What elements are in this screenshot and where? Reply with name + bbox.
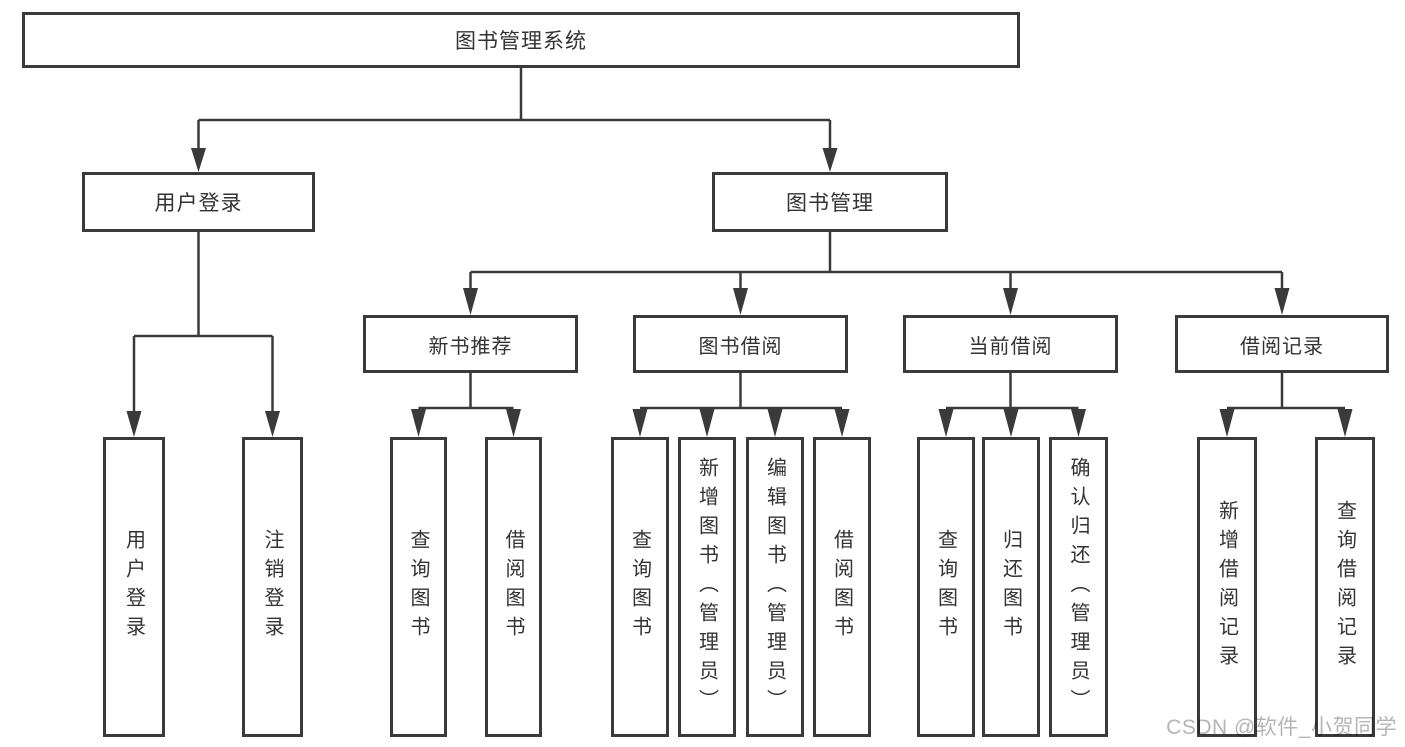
- node-borrowing-records: 借阅记录: [1175, 315, 1389, 373]
- node-new-book-recommendation: 新书推荐: [363, 315, 578, 373]
- leaf-user-login: 用户登录: [103, 437, 165, 737]
- leaf-label: 新增借阅记录: [1215, 500, 1238, 674]
- node-book-borrowing: 图书借阅: [633, 315, 848, 373]
- leaf-label: 查询图书: [407, 529, 429, 645]
- leaf-label: 查询借阅记录: [1333, 500, 1356, 674]
- leaf-query-borrow-record: 查询借阅记录: [1315, 437, 1375, 737]
- node-user-login: 用户登录: [82, 172, 315, 232]
- node-label: 图书借阅: [698, 335, 783, 358]
- leaf-label: 借阅图书: [830, 529, 853, 645]
- leaf-label: 用户登录: [122, 529, 145, 645]
- node-book-management: 图书管理: [712, 172, 948, 232]
- node-label: 图书管理: [786, 192, 874, 215]
- leaf-label: 注销登录: [261, 529, 283, 645]
- leaf-add-borrow-record: 新增借阅记录: [1197, 437, 1257, 737]
- leaf-label: 编辑图书（管理员）: [763, 456, 786, 718]
- node-current-borrowing: 当前借阅: [903, 315, 1118, 373]
- leaf-query-books-current: 查询图书: [917, 437, 975, 737]
- node-label: 用户登录: [154, 192, 243, 215]
- node-root: 图书管理系统: [22, 12, 1020, 68]
- leaf-query-books-recommend: 查询图书: [390, 437, 447, 737]
- node-label: 当前借阅: [968, 335, 1053, 358]
- arrowheads: [126, 148, 1353, 437]
- leaf-confirm-return-admin: 确认归还（管理员）: [1049, 437, 1108, 737]
- leaf-label: 查询图书: [934, 529, 957, 645]
- leaf-label: 新增图书（管理员）: [695, 456, 718, 718]
- node-label: 借阅记录: [1240, 335, 1324, 358]
- leaf-edit-book-admin: 编辑图书（管理员）: [746, 437, 804, 737]
- leaf-add-book-admin: 新增图书（管理员）: [678, 437, 736, 737]
- leaf-label: 确认归还（管理员）: [1067, 456, 1089, 718]
- leaf-borrow-books: 借阅图书: [813, 437, 871, 737]
- leaf-logout: 注销登录: [242, 437, 303, 737]
- leaf-label: 查询图书: [628, 529, 651, 645]
- node-label: 新书推荐: [428, 335, 513, 358]
- leaf-borrow-books-recommend: 借阅图书: [485, 437, 542, 737]
- leaf-query-books-borrowing: 查询图书: [611, 437, 669, 737]
- node-root-label: 图书管理系统: [455, 30, 587, 53]
- leaf-label: 归还图书: [999, 529, 1022, 645]
- leaf-return-books: 归还图书: [982, 437, 1040, 737]
- lines: [132, 68, 1345, 413]
- watermark: CSDN @软件_小贺同学: [1166, 716, 1397, 739]
- leaf-label: 借阅图书: [502, 529, 524, 645]
